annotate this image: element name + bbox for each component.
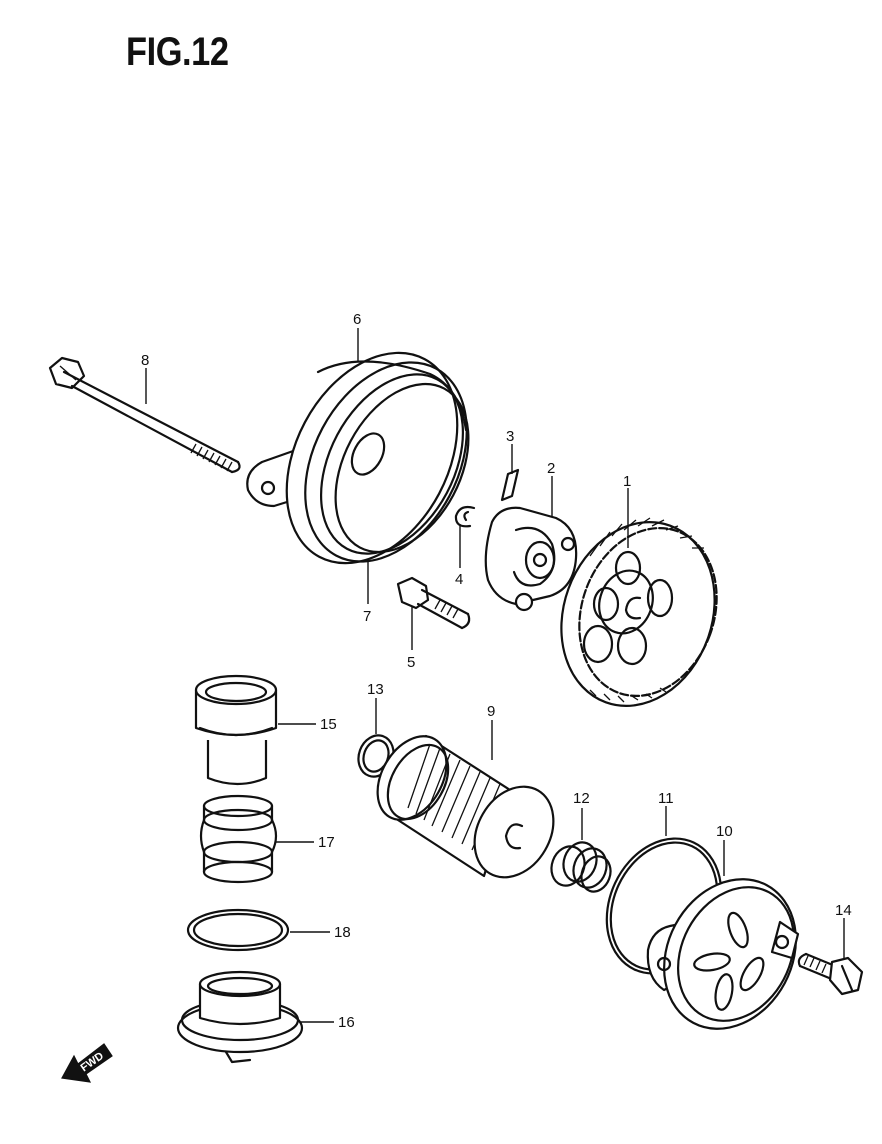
callout-1: 1 bbox=[623, 473, 631, 490]
callout-18: 18 bbox=[334, 924, 351, 941]
part-17-spring bbox=[199, 794, 278, 884]
callout-15: 15 bbox=[320, 716, 337, 733]
part-6-pump-cover bbox=[246, 351, 470, 565]
part-18-o-ring bbox=[186, 908, 290, 952]
callout-10: 10 bbox=[716, 823, 733, 840]
part-4-circlip bbox=[454, 505, 476, 528]
part-1-driven-gear bbox=[560, 517, 718, 707]
part-14-bolt bbox=[797, 952, 864, 996]
part-15-sleeve bbox=[194, 674, 278, 786]
callout-3: 3 bbox=[506, 428, 514, 445]
callout-9: 9 bbox=[487, 703, 495, 720]
callout-13: 13 bbox=[367, 681, 384, 698]
fwd-direction-arrow: FWD bbox=[61, 1043, 113, 1083]
callout-11: 11 bbox=[658, 790, 674, 807]
callout-5: 5 bbox=[407, 654, 415, 671]
part-16-cap bbox=[176, 970, 304, 1064]
callout-17: 17 bbox=[318, 834, 335, 851]
part-3-pin bbox=[500, 468, 520, 502]
part-8-long-bolt bbox=[48, 356, 241, 474]
part-2-oil-pump bbox=[484, 506, 578, 612]
callout-labels: 1 2 3 4 5 6 7 8 9 10 11 12 13 14 15 16 1… bbox=[141, 311, 852, 1031]
callout-16: 16 bbox=[338, 1014, 355, 1031]
callout-14: 14 bbox=[835, 902, 852, 919]
callout-8: 8 bbox=[141, 352, 149, 369]
part-5-bolt bbox=[396, 576, 471, 630]
leader-lines bbox=[145, 328, 845, 1023]
callout-4: 4 bbox=[455, 571, 463, 588]
callout-6: 6 bbox=[353, 311, 361, 328]
part-12-spring bbox=[550, 841, 612, 893]
callout-2: 2 bbox=[547, 460, 555, 477]
part-10-filter-cap bbox=[646, 878, 800, 1030]
part-9-oil-filter bbox=[376, 734, 555, 879]
callout-7: 7 bbox=[363, 608, 371, 625]
callout-12: 12 bbox=[573, 790, 590, 807]
figure-title: FIG.12 bbox=[126, 30, 229, 74]
